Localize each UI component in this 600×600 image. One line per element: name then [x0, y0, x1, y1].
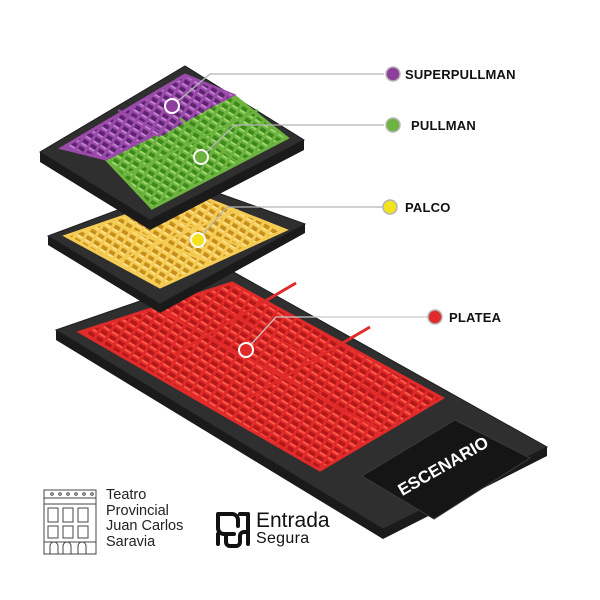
upper-aisle-2	[179, 117, 238, 163]
leader-line-platea	[245, 316, 428, 351]
label-platea: PLATEA	[449, 310, 502, 325]
label-pullman: PULLMAN	[411, 118, 476, 133]
marker-pullman	[193, 149, 209, 165]
legend-palco[interactable]: PALCO	[190, 199, 451, 248]
platea-aisle-1	[154, 306, 378, 430]
legend: SUPERPULLMAN PULLMAN PALCO PLATEA	[164, 66, 516, 358]
dot-palco	[382, 199, 398, 215]
label-palco: PALCO	[405, 200, 451, 215]
dot-platea	[427, 309, 443, 325]
marker-superpullman	[164, 98, 180, 114]
theatre-name-line-3: Juan Carlos	[106, 518, 184, 534]
brand-name-line-2: Segura	[256, 530, 310, 547]
brand-name: Entrada Segura	[256, 509, 330, 547]
platea-aisle-4	[249, 325, 371, 399]
theatre-name: Teatro Provincial Juan Carlos Saravia	[106, 487, 206, 550]
marker-palco	[190, 232, 206, 248]
theatre-building-icon	[43, 489, 97, 555]
theatre-name-line-1: Teatro	[106, 487, 147, 503]
legend-platea[interactable]: PLATEA	[238, 309, 502, 358]
leader-line-pullman	[200, 124, 384, 158]
leader-line-palco	[197, 206, 384, 241]
entrada-segura-logo-icon	[216, 512, 250, 548]
platea-aisle-2	[196, 293, 411, 413]
brand-name-line-1: Entrada	[256, 509, 330, 532]
upper-aisle-1	[123, 108, 259, 178]
legend-pullman[interactable]: PULLMAN	[193, 117, 476, 165]
legend-superpullman[interactable]: SUPERPULLMAN	[164, 66, 516, 114]
superpullman-seating-strip[interactable]	[140, 87, 233, 137]
dot-pullman	[385, 117, 401, 133]
stage-box	[361, 419, 532, 520]
palco-level	[46, 182, 307, 313]
leader-line-superpullman	[171, 73, 384, 107]
upper-aisle-3	[117, 109, 164, 134]
theatre-name-line-4: Saravia	[106, 533, 156, 550]
platea-level: ESCENARIO	[54, 269, 549, 539]
theatre-name-line-2: Provincial	[106, 502, 169, 519]
platea-aisle-3	[174, 281, 297, 356]
upper-level	[39, 65, 306, 230]
dot-superpullman	[385, 66, 401, 82]
marker-platea	[238, 342, 254, 358]
label-superpullman: SUPERPULLMAN	[405, 67, 516, 82]
